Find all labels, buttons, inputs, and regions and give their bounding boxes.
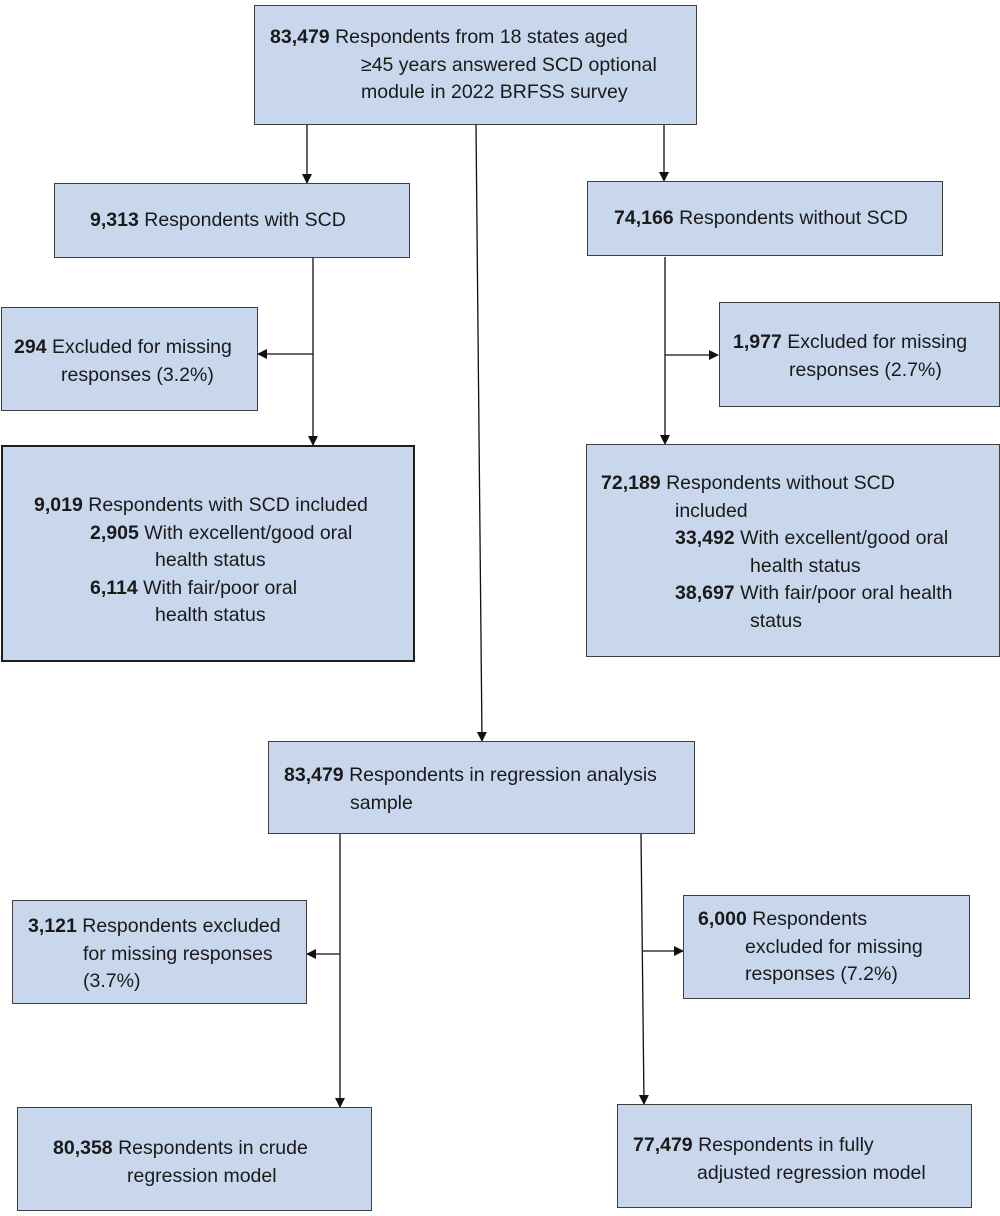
- adjusted-model-count: 77,479: [633, 1134, 693, 1156]
- no-scd-label: Respondents without SCD: [679, 207, 908, 229]
- crude-excluded-line1: Respondents excluded: [82, 915, 281, 937]
- scd-poor-line2: health status: [155, 604, 266, 626]
- no-scd-poor-line1: With fair/poor oral health: [740, 582, 953, 604]
- box-scd-included: 9,019 Respondents with SCD included 2,90…: [1, 445, 415, 662]
- crude-model-line2: regression model: [127, 1164, 277, 1187]
- total-line1: Respondents from 18 states aged: [335, 26, 628, 48]
- box-total-respondents: 83,479 Respondents from 18 states aged ≥…: [254, 5, 697, 125]
- scd-included-label: Respondents with SCD included: [88, 494, 368, 516]
- scd-excluded-line1: Excluded for missing: [51, 336, 232, 358]
- box-without-scd: 74,166 Respondents without SCD: [587, 181, 943, 256]
- scd-good-line1: With excellent/good oral: [144, 521, 353, 544]
- adjusted-excluded-line2: excluded for missing: [745, 935, 923, 958]
- scd-excluded-line2: responses (3.2%): [61, 363, 214, 386]
- no-scd-included-line1: Respondents without SCD: [666, 472, 895, 494]
- no-scd-good-count: 33,492: [675, 527, 735, 549]
- no-scd-poor-line2: status: [750, 609, 803, 632]
- total-line2: ≥45 years answered SCD optional: [361, 53, 657, 76]
- no-scd-excluded-line1: Excluded for missing: [787, 331, 968, 353]
- box-adjusted-model: 77,479 Respondents in fully adjusted reg…: [617, 1104, 972, 1208]
- regression-line2: sample: [350, 791, 413, 814]
- crude-model-line1: Respondents in crude: [118, 1137, 308, 1159]
- no-scd-good-line1: With excellent/good oral: [740, 527, 949, 549]
- scd-poor-line1: With fair/poor oral: [143, 576, 298, 599]
- crude-excluded-line3: (3.7%): [83, 970, 141, 992]
- regression-count: 83,479: [284, 764, 344, 786]
- crude-model-count: 80,358: [53, 1137, 113, 1159]
- box-crude-excluded: 3,121 Respondents excluded for missing r…: [12, 900, 307, 1004]
- crude-excluded-count: 3,121: [28, 915, 77, 937]
- scd-good-count: 2,905: [90, 521, 139, 544]
- box-regression-sample: 83,479 Respondents in regression analysi…: [268, 741, 695, 834]
- box-with-scd: 9,313 Respondents with SCD: [54, 183, 410, 258]
- box-adjusted-excluded: 6,000 Respondents excluded for missing r…: [683, 895, 970, 999]
- no-scd-excluded-count: 1,977: [733, 331, 782, 353]
- adjusted-excluded-line1: Respondents: [752, 908, 868, 930]
- box-no-scd-excluded: 1,977 Excluded for missing responses (2.…: [719, 302, 1000, 407]
- scd-included-count: 9,019: [34, 494, 83, 516]
- adjusted-model-line2: adjusted regression model: [697, 1161, 926, 1184]
- scd-excluded-count: 294: [14, 336, 47, 358]
- box-no-scd-included: 72,189 Respondents without SCD included …: [586, 444, 1000, 657]
- crude-excluded-line2: for missing responses: [83, 942, 273, 965]
- regression-line1: Respondents in regression analysis: [349, 764, 657, 786]
- box-crude-model: 80,358 Respondents in crude regression m…: [17, 1107, 372, 1211]
- scd-label: Respondents with SCD: [144, 209, 346, 231]
- total-count: 83,479: [270, 26, 330, 48]
- adjusted-model-line1: Respondents in fully: [698, 1134, 874, 1156]
- total-line3: module in 2022 BRFSS survey: [361, 81, 628, 103]
- no-scd-poor-count: 38,697: [675, 582, 735, 604]
- no-scd-count: 74,166: [614, 207, 674, 229]
- scd-good-line2: health status: [155, 549, 266, 571]
- line-regression-right: [638, 833, 649, 1105]
- scd-poor-count: 6,114: [90, 576, 138, 599]
- adjusted-excluded-line3: responses (7.2%): [745, 963, 898, 985]
- arrow-top-to-regression: [475, 124, 487, 742]
- no-scd-excluded-line2: responses (2.7%): [789, 358, 942, 381]
- adjusted-excluded-count: 6,000: [698, 908, 747, 930]
- scd-count: 9,313: [90, 209, 139, 231]
- no-scd-included-line2: included: [675, 499, 748, 522]
- box-scd-excluded: 294 Excluded for missing responses (3.2%…: [1, 307, 258, 411]
- no-scd-good-line2: health status: [750, 554, 861, 577]
- no-scd-included-count: 72,189: [601, 472, 661, 494]
